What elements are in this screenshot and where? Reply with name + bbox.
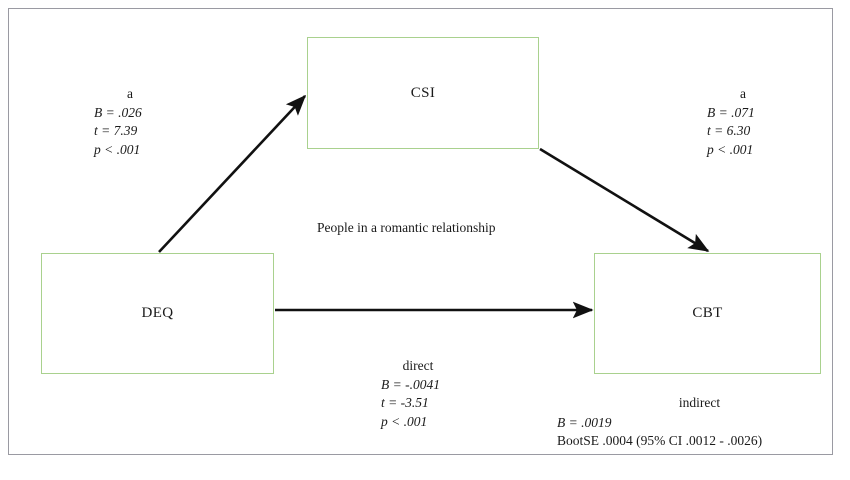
node-csi-label: CSI xyxy=(410,84,436,101)
node-cbt-label: CBT xyxy=(692,305,723,321)
diagram-frame: CSI DEQ CBT People in a romantic relatio… xyxy=(8,8,833,455)
node-csi: CSI xyxy=(307,37,539,149)
stat-indirect-head: indirect xyxy=(678,395,721,410)
stat-indirect-b: B = .0019 xyxy=(557,414,612,430)
stat-indirect-bootse: BootSE .0004 (95% CI .0012 - .0026) xyxy=(557,433,763,448)
stat-a-left-p: p < .001 xyxy=(94,141,141,157)
stat-a-right-head: a xyxy=(740,86,746,101)
stat-direct-head: direct xyxy=(402,358,434,373)
arrow-deq-to-csi xyxy=(158,94,307,253)
stat-block-indirect: indirect B = .0019 BootSE .0004 (95% CI … xyxy=(557,394,842,451)
diagram-caption: People in a romantic relationship xyxy=(317,220,496,235)
node-deq-label: DEQ xyxy=(141,305,174,321)
arrow-csi-to-cbt xyxy=(539,147,710,253)
stat-block-a-left: a B = .026 t = 7.39 p < .001 xyxy=(94,85,166,159)
stat-block-a-right: a B = .071 t = 6.30 p < .001 xyxy=(707,85,779,159)
stat-a-left-b: B = .026 xyxy=(94,104,142,120)
stat-a-right-t: t = 6.30 xyxy=(707,123,751,138)
stat-direct-p: p < .001 xyxy=(381,413,428,429)
stat-direct-b: B = -.0041 xyxy=(381,376,440,392)
stat-a-right-b: B = .071 xyxy=(707,104,755,120)
stat-a-right-p: p < .001 xyxy=(707,141,754,157)
stat-block-direct: direct B = -.0041 t = -3.51 p < .001 xyxy=(381,357,455,431)
node-cbt: CBT xyxy=(594,253,821,374)
stat-direct-t: t = -3.51 xyxy=(381,395,429,410)
stat-a-left-head: a xyxy=(127,86,133,101)
node-deq: DEQ xyxy=(41,253,274,374)
stat-a-left-t: t = 7.39 xyxy=(94,123,138,138)
